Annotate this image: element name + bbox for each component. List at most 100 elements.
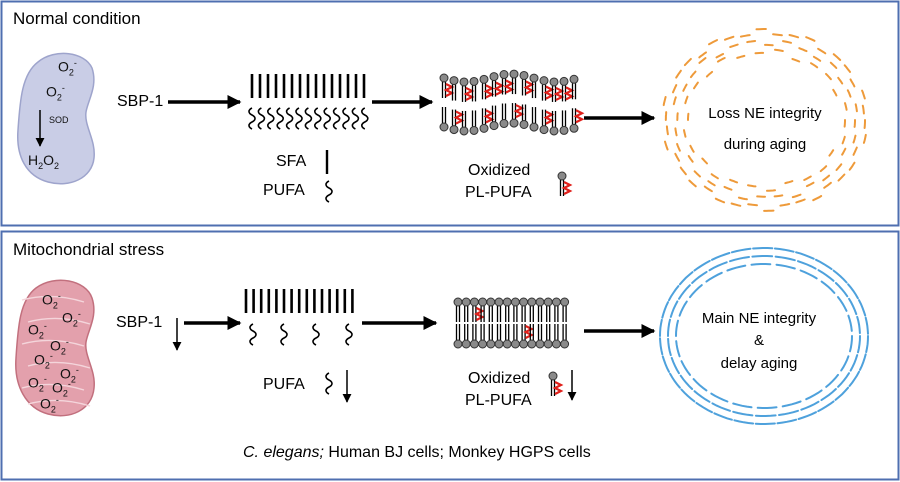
ne-segment <box>774 48 784 52</box>
ne-segment <box>669 300 679 318</box>
ne-segment <box>837 372 850 388</box>
ne-segment <box>822 174 831 182</box>
sfa-bars-normal <box>250 74 366 98</box>
lipid-head <box>519 70 529 80</box>
lipid-head <box>478 339 488 349</box>
ne-segment <box>847 314 853 332</box>
oxidized-tail <box>523 80 535 95</box>
ne-segment <box>701 157 708 165</box>
ne-segment <box>693 390 711 403</box>
oxidized-tail <box>493 81 505 96</box>
lipid-head <box>469 125 479 135</box>
ne-segment <box>843 64 851 73</box>
ne-segment <box>861 104 865 115</box>
ne-segment <box>797 411 817 420</box>
superoxide-label: O2- <box>58 58 77 78</box>
ne-segment <box>670 356 680 375</box>
oxidized-label-stress: Oxidized <box>468 370 531 387</box>
oxidized-tail <box>483 109 495 124</box>
ne-segment <box>724 35 735 41</box>
ne-segment <box>674 152 681 162</box>
ne-segment <box>859 353 867 371</box>
ne-segment <box>750 263 772 266</box>
ne-segment <box>782 40 792 44</box>
ne-segment <box>698 51 707 59</box>
pufa-squiggle <box>280 323 288 346</box>
lipid-head <box>478 297 488 307</box>
crista <box>21 339 85 347</box>
ne-segment <box>856 315 861 335</box>
ne-segment <box>679 374 694 390</box>
ne-segment <box>659 318 663 337</box>
ne-segment <box>803 175 812 181</box>
ne-segment <box>825 72 832 81</box>
lipid-head <box>469 297 479 307</box>
panel-title-stress: Mitochondrial stress <box>13 240 165 259</box>
lipid-head <box>539 76 549 86</box>
ne-segment <box>841 147 847 156</box>
ne-segment <box>736 54 746 59</box>
ne-segment <box>835 163 843 171</box>
pufa-legend-label-normal: PUFA <box>263 182 305 199</box>
ne-segment <box>819 165 828 173</box>
ne-segment <box>732 402 753 409</box>
ne-segment <box>705 70 714 78</box>
sfa-legend-label: SFA <box>276 153 307 170</box>
ne-segment <box>729 178 739 184</box>
ne-segment <box>678 300 688 317</box>
superoxide-label: O2- <box>50 337 69 357</box>
ne-segment <box>848 297 858 316</box>
ne-segment <box>849 335 853 353</box>
ne-segment <box>667 318 671 337</box>
ne-segment <box>823 181 832 189</box>
superoxide-label: O2- <box>40 395 59 415</box>
ne-segment <box>732 410 754 417</box>
ne-segment <box>710 392 729 403</box>
lipid-head <box>529 73 539 83</box>
lipid-head <box>479 123 489 133</box>
ne-segment <box>817 400 835 413</box>
ne-segment <box>832 269 848 284</box>
lipid-head <box>519 297 529 307</box>
ne-segment <box>713 412 733 421</box>
ne-segment <box>797 260 817 270</box>
ne-segment <box>798 47 808 53</box>
ne-segment <box>708 261 728 272</box>
ne-segment <box>837 76 844 85</box>
ne-segment <box>662 96 667 107</box>
pufa-squiggle <box>312 323 320 346</box>
lipid-head <box>449 125 459 135</box>
ne-segment <box>781 400 802 408</box>
ne-segment <box>708 39 718 46</box>
ne-segment <box>810 62 819 69</box>
ne-segment <box>729 43 739 48</box>
lipid-head <box>502 297 512 307</box>
lipid-head <box>461 297 471 307</box>
sbp1-label-stress: SBP-1 <box>116 314 163 331</box>
oxidized-pl-icon-normal <box>557 171 573 196</box>
cristae-lines <box>21 295 91 407</box>
ne-segment <box>703 185 713 193</box>
ne-segment <box>739 34 751 38</box>
sod-label: SOD <box>49 115 69 125</box>
pufa-legend-icon-normal <box>325 180 333 203</box>
pufa-squiggle <box>249 323 257 346</box>
oxidized-tail <box>523 325 535 339</box>
superoxide-label: O2- <box>28 321 47 341</box>
membrane-bilayer-stress <box>453 297 570 349</box>
ne-segment <box>795 198 806 204</box>
ne-segment <box>848 370 860 387</box>
ne-segment <box>676 143 681 152</box>
ne-segment <box>675 69 682 79</box>
ne-segment <box>832 88 838 97</box>
oxidized-tail <box>543 110 555 125</box>
ne-segment <box>689 70 697 79</box>
ne-segment <box>693 259 711 272</box>
lipid-head <box>461 339 471 349</box>
crista <box>27 361 91 369</box>
lipid-head <box>469 76 479 86</box>
lipid-head <box>453 297 463 307</box>
ne-segment <box>815 258 833 271</box>
ne-segment <box>752 247 774 250</box>
ne-segment <box>726 264 747 272</box>
